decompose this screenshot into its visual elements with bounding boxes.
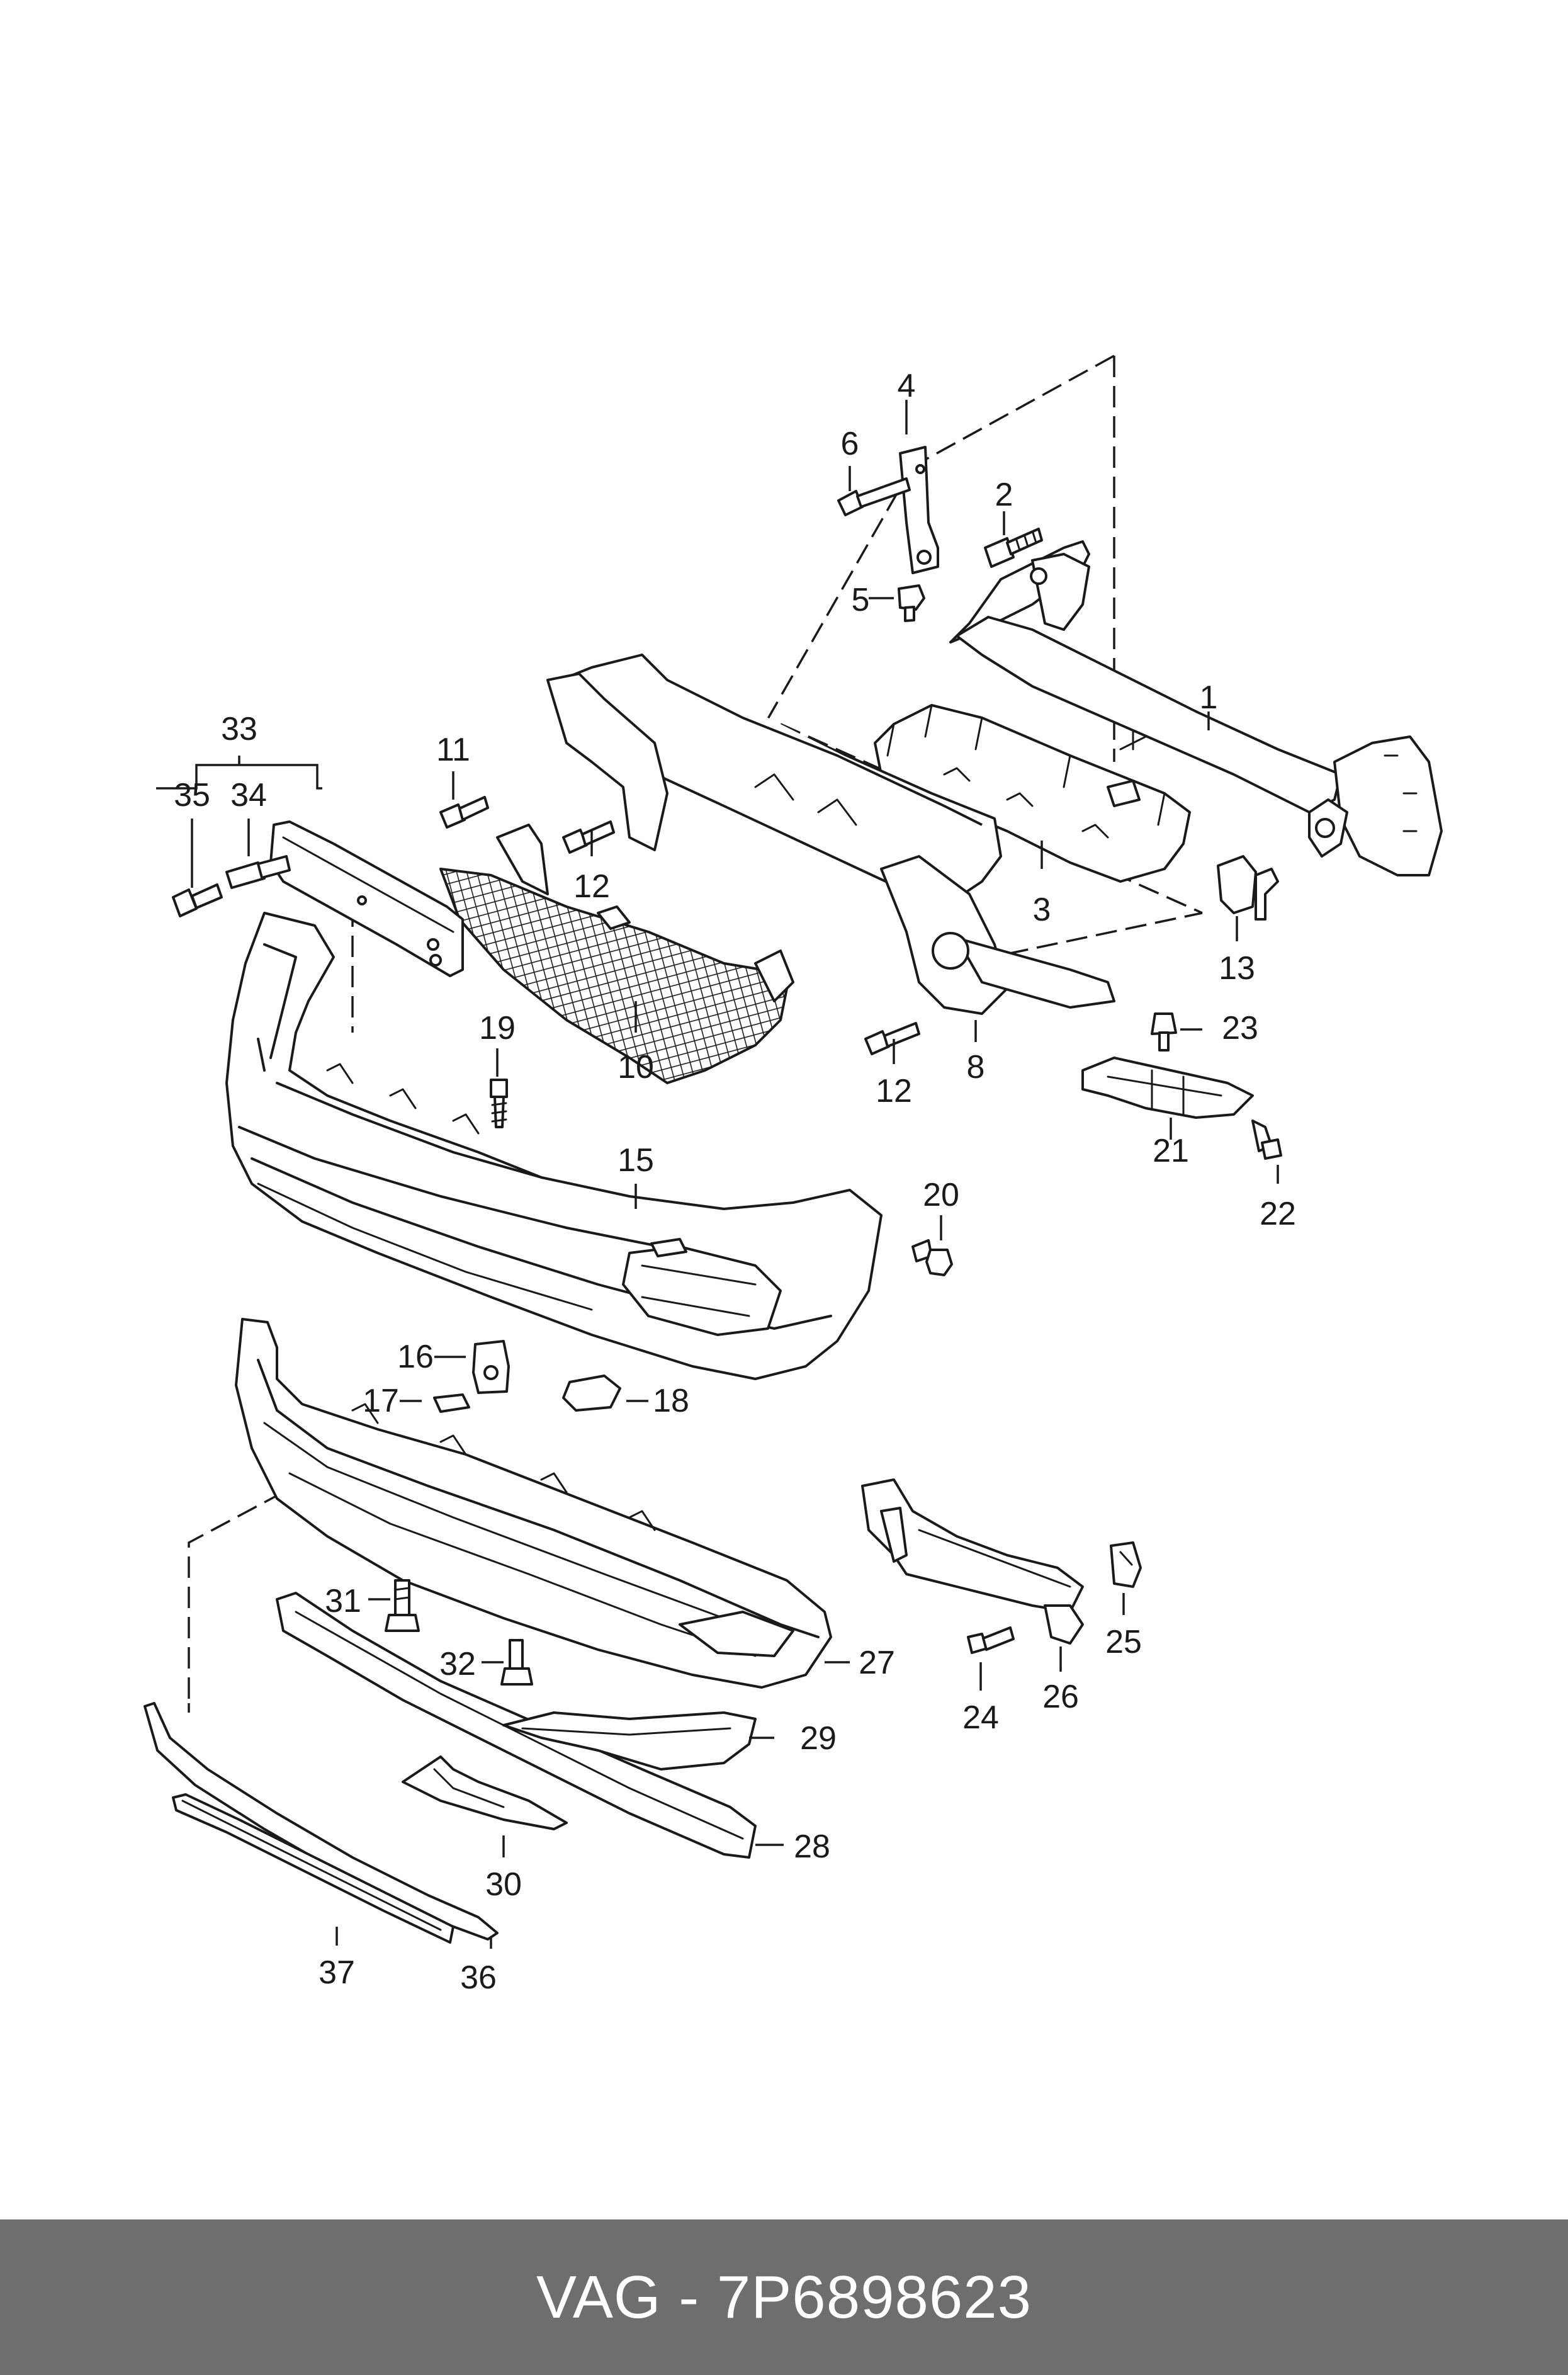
label-37: 37 [319, 1954, 355, 1991]
label-28: 28 [794, 1828, 830, 1865]
trim-part-29 [502, 1711, 757, 1771]
lower-spoiler-part-27 [235, 1318, 832, 1689]
label-23: 23 [1222, 1010, 1258, 1046]
moulding-part-36 [144, 1702, 499, 1941]
label-26: 26 [1042, 1679, 1079, 1715]
part-number-labels: 1 2 3 4 5 6 8 10 11 12 12 13 15 16 17 18… [174, 368, 1296, 1996]
label-25: 25 [1105, 1624, 1142, 1660]
label-11: 11 [436, 732, 470, 768]
label-12b: 12 [876, 1073, 912, 1109]
clip-part-13 [1217, 855, 1279, 921]
label-21: 21 [1153, 1133, 1189, 1169]
screw-part-31 [385, 1579, 420, 1632]
screw-part-19 [490, 1079, 508, 1128]
trim-part-30 [402, 1755, 568, 1830]
screw-part-35 [172, 883, 223, 917]
grille-part-10 [439, 824, 794, 1084]
label-2: 2 [995, 477, 1013, 513]
bracket-part-4 [899, 446, 939, 574]
cap-part-17 [433, 1393, 470, 1413]
label-35: 35 [174, 777, 210, 813]
bolt-part-12-upper [562, 820, 615, 854]
nut-part-20 [911, 1239, 953, 1276]
nut-part-5 [898, 584, 925, 622]
label-19: 19 [479, 1010, 516, 1046]
label-15: 15 [618, 1142, 654, 1179]
clip-part-25 [1110, 1541, 1142, 1588]
cross-member-frame [546, 654, 1115, 1015]
screw-part-32 [500, 1639, 533, 1686]
bumper-carrier-part-1 [949, 540, 1443, 876]
label-34: 34 [230, 777, 267, 813]
label-4: 4 [898, 368, 916, 404]
label-8: 8 [967, 1049, 985, 1085]
sensor-bracket-part-16 [472, 1340, 510, 1394]
label-22: 22 [1260, 1196, 1296, 1232]
clip-part-23 [1151, 1012, 1177, 1051]
label-12a: 12 [573, 868, 610, 905]
label-1: 1 [1200, 679, 1218, 716]
screw-part-22 [1251, 1119, 1282, 1160]
moulding-part-37 [172, 1793, 454, 1944]
license-plate-holder-part-33 [269, 820, 464, 977]
label-5: 5 [852, 582, 870, 618]
guide-part-26 [861, 1478, 1084, 1645]
bolt-part-12-lower [864, 1022, 920, 1055]
label-10: 10 [618, 1049, 654, 1085]
parts-diagram: 1 2 3 4 5 6 8 10 11 12 12 13 15 16 17 18… [144, 354, 1443, 1996]
screw-part-24 [967, 1626, 1015, 1654]
label-17: 17 [363, 1383, 399, 1419]
label-31: 31 [325, 1583, 361, 1619]
label-16: 16 [397, 1339, 434, 1375]
label-20: 20 [923, 1177, 959, 1213]
bolt-part-2 [984, 528, 1043, 568]
label-6: 6 [841, 426, 859, 462]
label-18: 18 [653, 1383, 689, 1419]
label-33: 33 [221, 711, 257, 747]
guide-part-21 [1081, 1057, 1254, 1119]
footer-bar: VAG - 7P6898623 [0, 2219, 1568, 2375]
label-30: 30 [485, 1866, 522, 1903]
label-24: 24 [962, 1699, 999, 1736]
label-3: 3 [1033, 892, 1051, 928]
bolt-part-11 [439, 796, 489, 829]
part-number-caption: VAG - 7P6898623 [536, 2263, 1032, 2331]
label-32: 32 [439, 1646, 476, 1682]
label-13: 13 [1219, 950, 1255, 987]
leader-lines [156, 400, 1279, 1949]
washer-cover-part-18 [562, 1375, 621, 1412]
label-36: 36 [460, 1959, 497, 1996]
bolt-part-6 [837, 477, 911, 516]
impact-absorber-part-3 [874, 704, 1191, 883]
label-27: 27 [859, 1645, 895, 1681]
label-29: 29 [800, 1720, 837, 1757]
bumper-cover-part-15 [225, 912, 883, 1380]
expanding-nut-part-34 [225, 855, 291, 889]
